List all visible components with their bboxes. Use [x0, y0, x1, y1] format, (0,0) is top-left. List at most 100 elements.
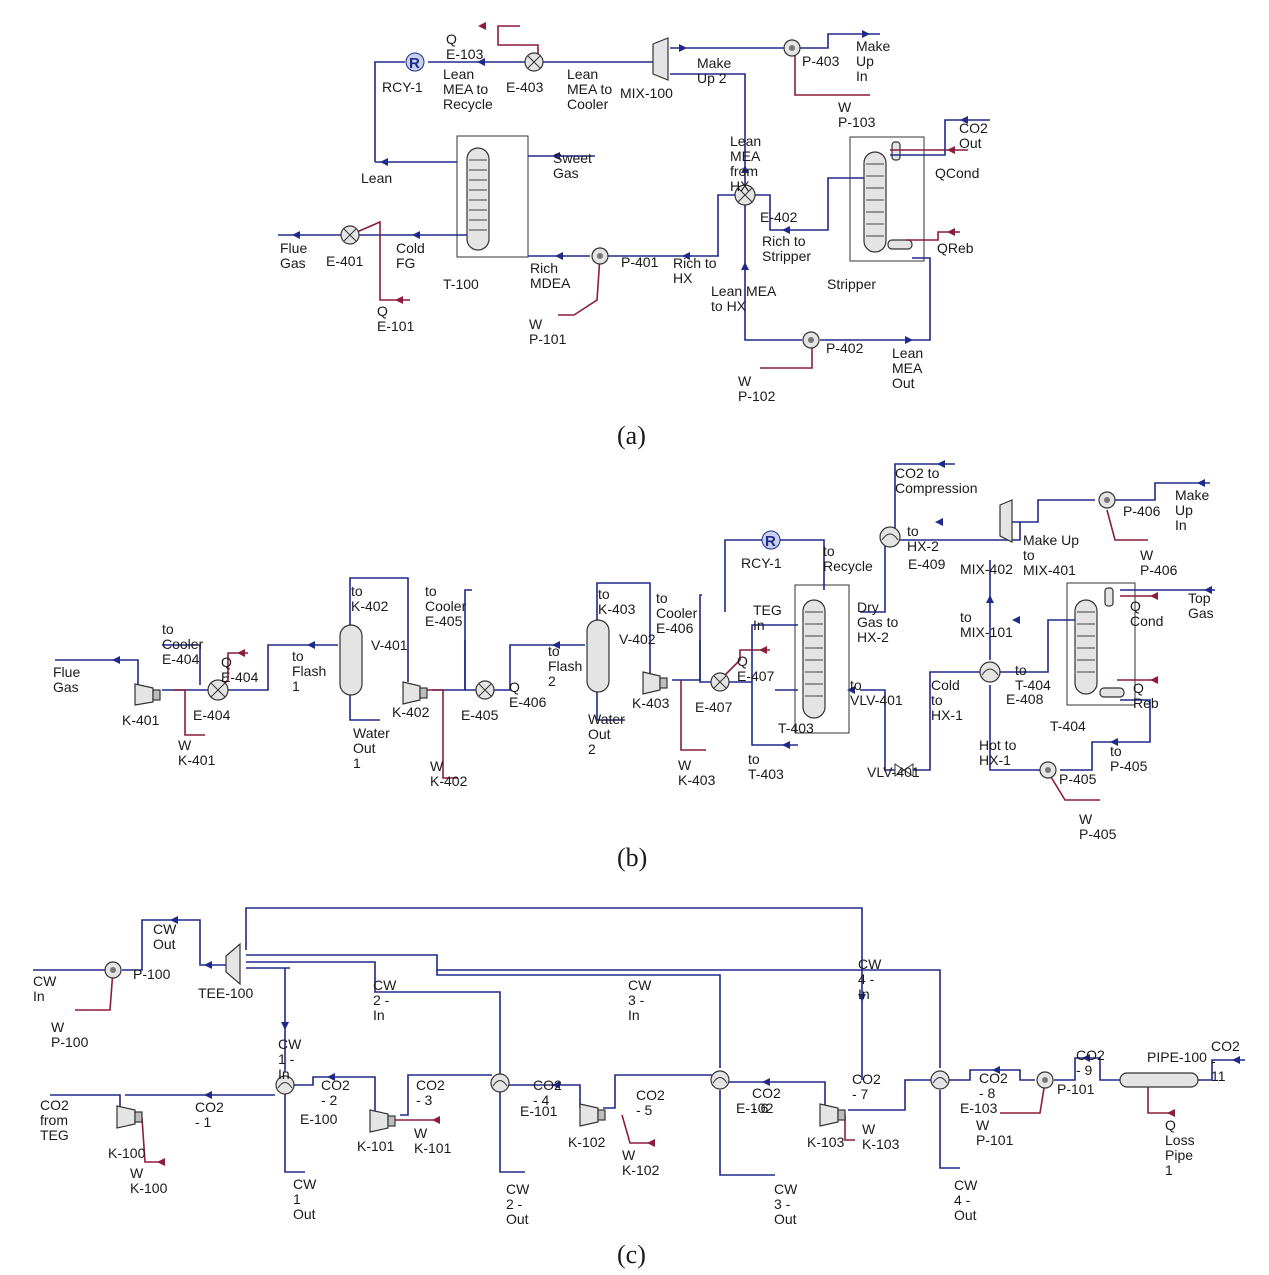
heat-exchanger-icon[interactable]: [207, 679, 229, 701]
heat-exchanger-icon[interactable]: [930, 1070, 950, 1090]
recycle-letter: R: [409, 55, 420, 72]
compressor-icon[interactable]: [134, 683, 161, 706]
column-icon[interactable]: [863, 141, 913, 253]
heat-exchanger-icon[interactable]: [490, 1073, 510, 1093]
caption-a: (a): [617, 421, 646, 450]
label-pipe100: PIPE-100: [1147, 1049, 1207, 1065]
column-icon[interactable]: [1074, 587, 1125, 698]
label-k100: K-100: [108, 1145, 146, 1161]
mixer-icon[interactable]: [999, 499, 1013, 543]
label-p401: P-401: [621, 254, 659, 270]
cooler-icon[interactable]: [524, 52, 544, 72]
label-k401: K-401: [122, 712, 160, 728]
separator-icon[interactable]: [586, 619, 610, 693]
heat-exchanger-icon[interactable]: [979, 661, 1001, 683]
recycle-icon[interactable]: R: [405, 52, 425, 72]
label-p100: P-100: [133, 966, 171, 982]
column-icon[interactable]: [466, 147, 490, 251]
cooler-icon[interactable]: [340, 225, 360, 245]
pump-icon[interactable]: [1036, 1071, 1054, 1089]
label-stripper: Stripper: [827, 276, 876, 292]
compressor-icon[interactable]: [402, 681, 428, 705]
label-e401: E-401: [326, 253, 364, 269]
heat-exchanger-icon[interactable]: [879, 526, 901, 548]
label-k101: K-101: [357, 1138, 395, 1154]
pump-icon[interactable]: [591, 247, 609, 265]
column-icon[interactable]: [802, 599, 826, 719]
pump-icon[interactable]: [1098, 491, 1116, 509]
t100-frame: [456, 135, 529, 258]
pump-icon[interactable]: [104, 961, 122, 979]
caption-b: (b): [617, 843, 647, 872]
label-co2-7: CO2- 7: [852, 1071, 881, 1102]
valve-icon[interactable]: [894, 763, 914, 777]
label-lean: Lean: [361, 170, 392, 186]
compressor-icon[interactable]: [819, 1103, 846, 1127]
label-e102: E-102: [736, 1100, 774, 1116]
label-k402: K-402: [392, 704, 430, 720]
label-co2-2: CO2- 2: [321, 1077, 350, 1108]
compressor-icon[interactable]: [642, 671, 668, 695]
separator-icon[interactable]: [339, 624, 363, 696]
pipe-icon[interactable]: [1119, 1072, 1199, 1088]
mixer-icon[interactable]: [652, 37, 669, 81]
label-rcy1: RCY-1: [741, 555, 782, 571]
heat-exchanger-icon[interactable]: [734, 184, 756, 206]
cooler-icon[interactable]: [710, 672, 730, 692]
label-e103: E-103: [960, 1100, 998, 1116]
label-e408: E-408: [1006, 691, 1044, 707]
compressor-icon[interactable]: [116, 1105, 143, 1129]
label-co2-6: CO2- 6: [752, 1085, 781, 1116]
label-e100: E-100: [300, 1111, 338, 1127]
heat-exchanger-icon[interactable]: [710, 1070, 730, 1090]
label-p403: P-403: [802, 53, 840, 69]
pump-icon[interactable]: [802, 331, 820, 349]
pump-icon[interactable]: [1039, 761, 1057, 779]
pump-icon[interactable]: [783, 39, 801, 57]
cooler-icon[interactable]: [475, 680, 495, 700]
panel-c: [33, 907, 1245, 1176]
recycle-icon[interactable]: R: [761, 530, 781, 550]
label-co2-4: CO2- 4: [533, 1077, 562, 1108]
heat-exchanger-icon[interactable]: [275, 1075, 295, 1095]
compressor-icon[interactable]: [369, 1109, 396, 1133]
mixer-icon[interactable]: [225, 942, 241, 986]
label-rcy1: RCY-1: [382, 79, 423, 95]
compressor-icon[interactable]: [579, 1103, 606, 1127]
label-co2-1: CO2- 1: [195, 1099, 224, 1130]
